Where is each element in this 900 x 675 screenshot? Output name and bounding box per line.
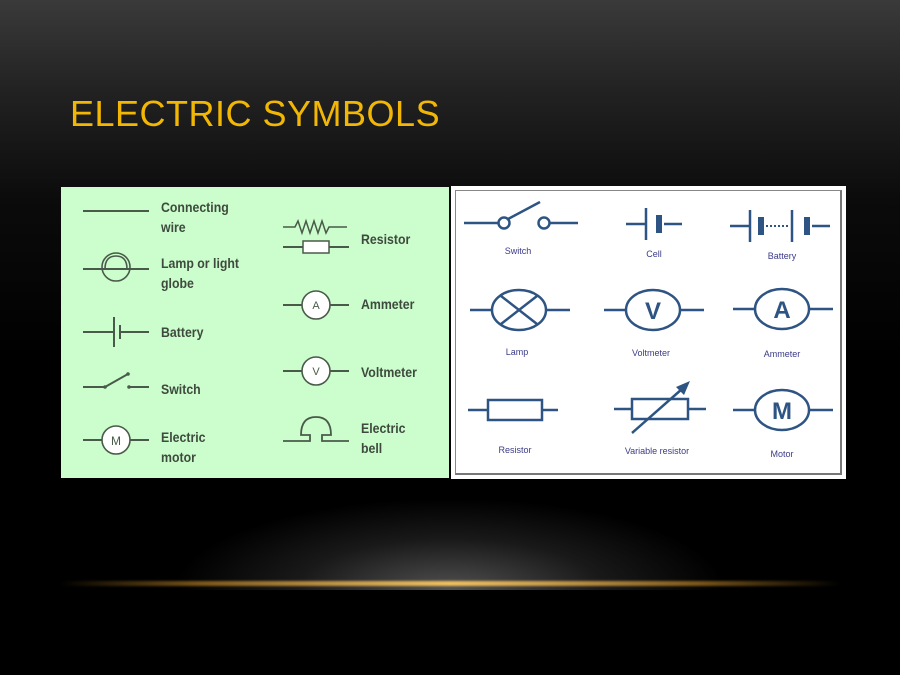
label-ammeter: Ammeter [763, 349, 801, 359]
label-resistor: Resistor [361, 231, 411, 247]
battery-icon [83, 317, 149, 347]
label-motor: Motor [770, 449, 794, 459]
ammeter-icon: A [283, 290, 349, 320]
label-cell: Cell [646, 249, 662, 259]
svg-text:V: V [312, 366, 320, 378]
label-resistor: Resistor [498, 445, 532, 455]
svg-text:A: A [773, 297, 790, 324]
svg-text:V: V [645, 298, 661, 325]
label-lamp: Lamp [505, 347, 529, 357]
motor-icon: M [733, 388, 833, 432]
label-switch: Switch [161, 381, 201, 397]
connecting-wire-icon [83, 210, 149, 212]
svg-text:M: M [772, 398, 792, 425]
resistor-icon [283, 218, 349, 254]
label-variable-resistor: Variable resistor [624, 446, 690, 456]
label-electric-bell: Electric bell [361, 420, 406, 456]
resistor-icon [468, 398, 558, 422]
bottom-glow [180, 500, 720, 590]
svg-text:M: M [111, 434, 121, 448]
label-battery: Battery [767, 251, 797, 261]
label-battery: Battery [161, 324, 204, 340]
switch-icon [464, 200, 578, 230]
cell-icon [626, 208, 682, 240]
label-switch: Switch [504, 246, 532, 256]
variable-resistor-icon [614, 381, 706, 434]
lamp-icon [83, 252, 149, 282]
voltmeter-icon: V [283, 356, 349, 386]
lamp-icon [470, 288, 570, 332]
voltmeter-icon: V [604, 288, 704, 332]
switch-icon [83, 372, 149, 389]
battery-icon [730, 210, 830, 242]
label-voltmeter: Voltmeter [361, 364, 417, 380]
label-voltmeter: Voltmeter [631, 348, 671, 358]
label-lamp: Lamp or light globe [161, 255, 240, 291]
ammeter-icon: A [733, 287, 833, 331]
panel-frame [455, 190, 842, 475]
electric-motor-icon: M [83, 425, 149, 455]
label-electric-motor: Electric motor [161, 429, 206, 465]
label-ammeter: Ammeter [361, 296, 415, 312]
label-connecting-wire: Connecting wire [161, 199, 229, 235]
gold-accent-line [60, 581, 840, 586]
electric-bell-icon [283, 416, 349, 442]
slide-title: ELECTRIC SYMBOLS [70, 93, 441, 134]
symbols-chart-green: Connecting wire Lamp or light globe Batt… [61, 187, 449, 478]
svg-text:A: A [312, 300, 320, 312]
symbols-chart-white: Switch Cell Battery Lamp [451, 186, 846, 479]
